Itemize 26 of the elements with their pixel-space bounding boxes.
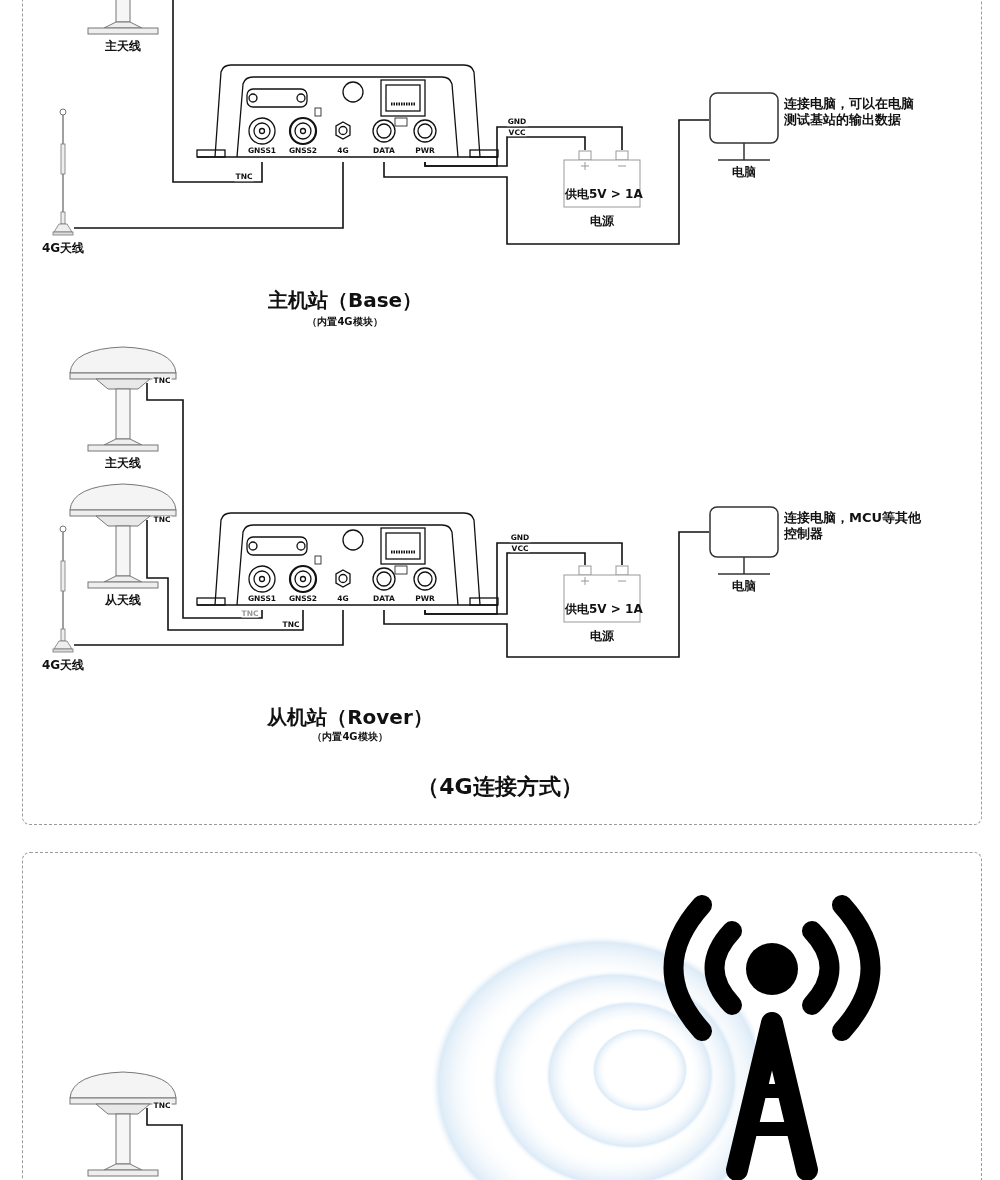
device-caption: 电脑 <box>731 164 757 181</box>
callout-note: 连接电脑，MCU等其他控制器 <box>784 510 923 543</box>
section-title: 从机站（Rover） <box>267 703 433 731</box>
antenna-label: 4G天线 <box>40 657 86 674</box>
section-title: （4G连接方式） <box>417 773 583 801</box>
subtitle: （内置4G模块） <box>307 315 383 329</box>
device-caption: 电源 <box>589 214 615 229</box>
antenna-label: 主天线 <box>104 38 142 54</box>
cable-line <box>146 1107 183 1180</box>
device-caption: 电源 <box>589 629 615 644</box>
cable-line <box>424 136 586 167</box>
cable-line <box>73 161 344 229</box>
antenna-label: 4G天线 <box>40 240 86 257</box>
section-title: 主机站（Base） <box>267 286 423 314</box>
antenna-label: 主天线 <box>104 455 142 472</box>
antenna-label: 从天线 <box>104 592 142 609</box>
cable-line <box>383 119 710 245</box>
cable-line <box>383 531 710 658</box>
device-caption: 电脑 <box>731 578 757 595</box>
cable-line <box>146 382 263 619</box>
cable-line <box>73 609 344 646</box>
cable-line <box>424 552 586 615</box>
callout-note: 连接电脑，可以在电脑测试基站的输出数据 <box>784 96 915 129</box>
cable-line <box>172 0 263 183</box>
subtitle: （内置4G模块） <box>312 730 388 744</box>
cable-line <box>146 519 304 631</box>
